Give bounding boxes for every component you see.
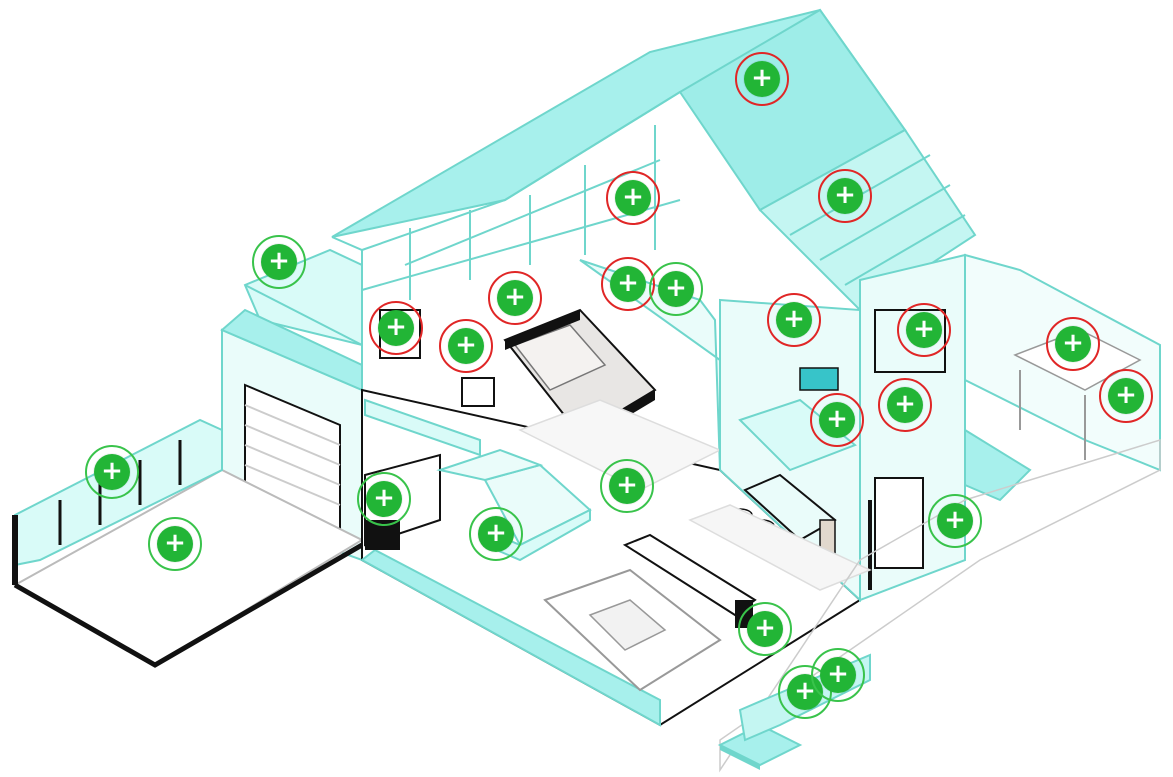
hotspot-pergola-top[interactable]: + bbox=[1046, 317, 1100, 371]
hotspot-dot bbox=[906, 312, 942, 348]
hotspot-dot bbox=[497, 280, 533, 316]
plus-icon: + bbox=[944, 505, 966, 535]
hotspot-dot bbox=[658, 271, 694, 307]
living-room bbox=[543, 533, 757, 692]
hotspot-dot bbox=[157, 526, 193, 562]
hotspot-dot bbox=[610, 266, 646, 302]
plus-icon: + bbox=[455, 330, 477, 360]
hotspot-dot bbox=[747, 611, 783, 647]
hotspot-dot bbox=[776, 302, 812, 338]
hotspot-dot bbox=[478, 516, 514, 552]
plus-icon: + bbox=[616, 470, 638, 500]
hotspot-dot bbox=[819, 402, 855, 438]
hotspot-living-room[interactable]: + bbox=[738, 602, 792, 656]
plus-icon: + bbox=[268, 246, 290, 276]
hotspot-dot bbox=[1055, 326, 1091, 362]
hotspot-stove[interactable]: + bbox=[357, 472, 411, 526]
dining-area bbox=[688, 473, 872, 591]
plus-icon: + bbox=[485, 518, 507, 548]
plus-icon: + bbox=[385, 312, 407, 342]
hotspot-dot bbox=[820, 657, 856, 693]
hotspot-driveway[interactable]: + bbox=[148, 517, 202, 571]
hotspot-tower-wall[interactable]: + bbox=[878, 378, 932, 432]
plus-icon: + bbox=[794, 676, 816, 706]
hotspot-bathroom-mirror[interactable]: + bbox=[767, 293, 821, 347]
plus-icon: + bbox=[754, 613, 776, 643]
hotspot-skylight[interactable]: + bbox=[818, 169, 872, 223]
plus-icon: + bbox=[504, 282, 526, 312]
hotspot-washer[interactable]: + bbox=[369, 301, 423, 355]
plus-icon: + bbox=[913, 314, 935, 344]
hotspot-fence[interactable]: + bbox=[85, 445, 139, 499]
hotspot-bedroom-window-2[interactable]: + bbox=[649, 262, 703, 316]
hotspot-dot bbox=[448, 328, 484, 364]
hotspot-stairs[interactable]: + bbox=[600, 459, 654, 513]
hotspot-attic-center[interactable]: + bbox=[606, 171, 660, 225]
hotspot-kitchen-island[interactable]: + bbox=[469, 507, 523, 561]
hotspot-bathroom-floor[interactable]: + bbox=[810, 393, 864, 447]
plus-icon: + bbox=[164, 528, 186, 558]
hotspot-dot bbox=[366, 481, 402, 517]
plus-icon: + bbox=[751, 63, 773, 93]
hotspot-dot bbox=[887, 387, 923, 423]
plus-icon: + bbox=[834, 180, 856, 210]
hotspot-dot bbox=[94, 454, 130, 490]
hotspot-dot bbox=[615, 180, 651, 216]
plus-icon: + bbox=[827, 659, 849, 689]
yard-path bbox=[719, 428, 1161, 773]
hotspot-dot bbox=[261, 244, 297, 280]
hotspot-dot bbox=[609, 468, 645, 504]
hotspot-balcony[interactable]: + bbox=[252, 235, 306, 289]
hotspot-dot bbox=[937, 503, 973, 539]
plus-icon: + bbox=[373, 483, 395, 513]
plus-icon: + bbox=[1062, 328, 1084, 358]
plus-icon: + bbox=[894, 389, 916, 419]
plus-icon: + bbox=[617, 268, 639, 298]
hotspot-bedroom-closet[interactable]: + bbox=[488, 271, 542, 325]
hotspot-wall-panel[interactable]: + bbox=[897, 303, 951, 357]
hotspot-dot bbox=[1108, 378, 1144, 414]
hotspot-dot bbox=[378, 310, 414, 346]
roof bbox=[331, 8, 977, 312]
plus-icon: + bbox=[783, 304, 805, 334]
hotspot-roof-peak[interactable]: + bbox=[735, 52, 789, 106]
plus-icon: + bbox=[101, 456, 123, 486]
hotspot-bedroom-window-1[interactable]: + bbox=[601, 257, 655, 311]
hotspot-front-door[interactable]: + bbox=[928, 494, 982, 548]
plus-icon: + bbox=[1115, 380, 1137, 410]
plus-icon: + bbox=[826, 404, 848, 434]
hotspot-bedroom-nightstand[interactable]: + bbox=[439, 319, 493, 373]
plus-icon: + bbox=[622, 182, 644, 212]
hotspot-dot bbox=[744, 61, 780, 97]
hotspot-pergola-side[interactable]: + bbox=[1099, 369, 1153, 423]
plus-icon: + bbox=[665, 273, 687, 303]
hotspot-planter-2[interactable]: + bbox=[811, 648, 865, 702]
hotspot-dot bbox=[827, 178, 863, 214]
